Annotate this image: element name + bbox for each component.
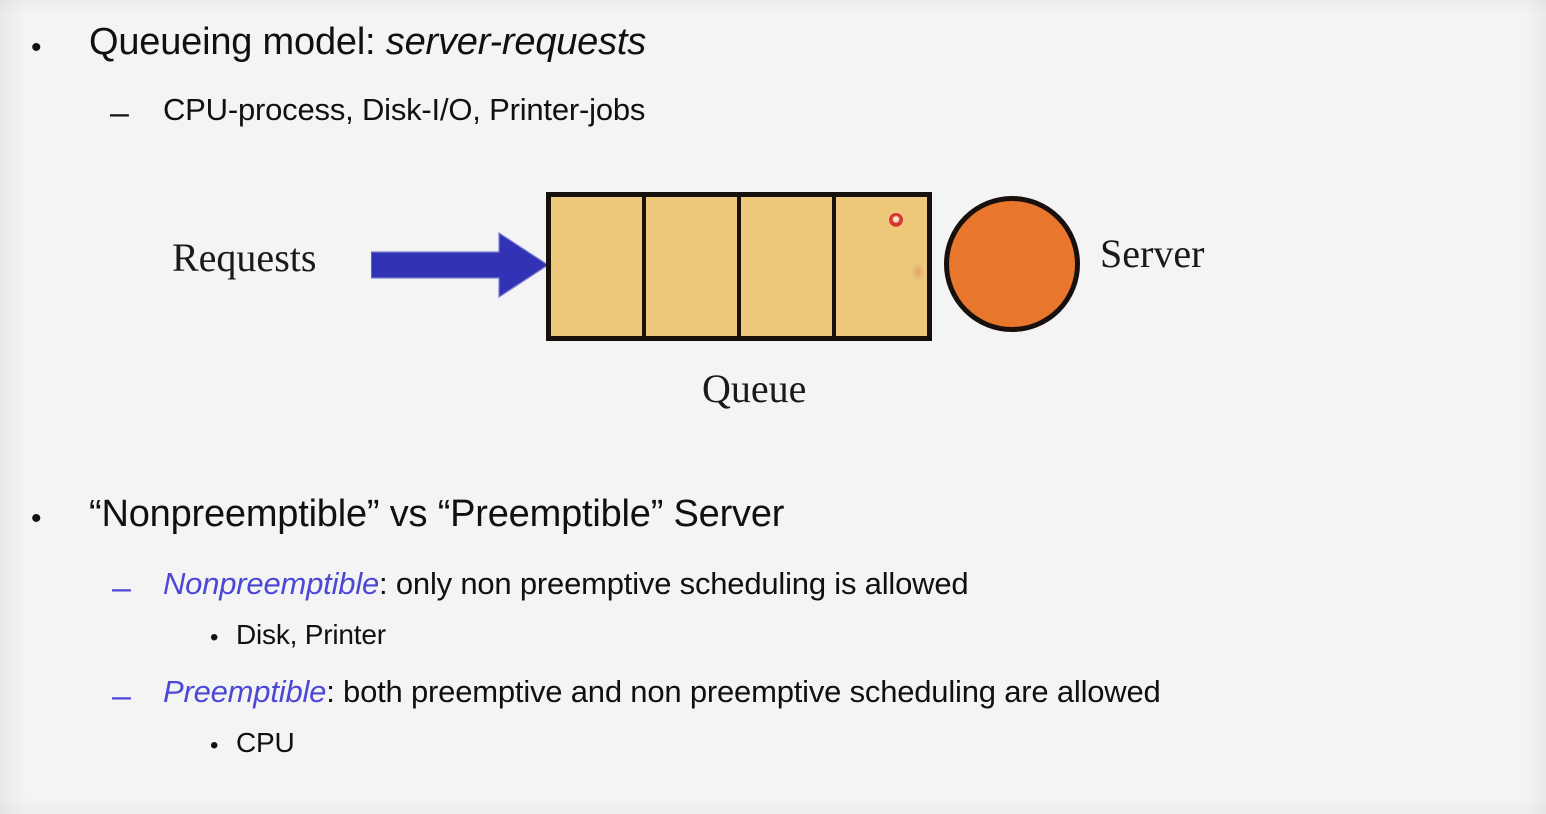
examples-preemptible: CPU — [236, 727, 295, 758]
top-sub-bullet-text: CPU-process, Disk-I/O, Printer-jobs — [163, 92, 646, 127]
requests-label: Requests — [172, 235, 317, 280]
sub-bullet-glyph-cpu: • — [210, 732, 219, 759]
sub-bullet-glyph-disk-printer: • — [210, 624, 219, 651]
slide-artifact-speck — [889, 213, 903, 227]
item-nonpreemptible-rest: : only non preemptive scheduling is allo… — [379, 566, 969, 601]
top-main-prefix: Queueing model: — [89, 21, 386, 63]
bottom-heading: “Nonpreemptible” vs “Preemptible” Server — [89, 493, 785, 535]
dash-glyph-nonpreemptible: – — [112, 569, 131, 607]
top-main-bullet-text: Queueing model: server-requests — [89, 20, 646, 64]
bullet-glyph-bottom: • — [31, 502, 42, 535]
queue-cell — [741, 197, 836, 336]
server-circle — [944, 196, 1080, 332]
dash-glyph-preemptible: – — [112, 677, 131, 715]
slide-artifact-smudge — [912, 264, 924, 280]
queue-cell — [646, 197, 741, 336]
top-main-italic: server-requests — [385, 21, 647, 63]
examples-nonpreemptible: Disk, Printer — [236, 619, 386, 650]
item-preemptible-term: Preemptible — [163, 674, 327, 709]
item-nonpreemptible-term: Nonpreemptible — [163, 566, 380, 601]
dash-glyph-top-sub: – — [110, 94, 129, 132]
queue-cell — [551, 197, 646, 336]
server-label: Server — [1100, 231, 1205, 276]
item-preemptible-rest: : both preemptive and non preemptive sch… — [326, 674, 1161, 709]
queue-cell — [836, 197, 927, 336]
arrow-right-icon — [370, 231, 550, 299]
item-preemptible: Preemptible: both preemptive and non pre… — [163, 674, 1161, 710]
requests-arrow — [370, 231, 550, 299]
item-nonpreemptible: Nonpreemptible: only non preemptive sche… — [163, 566, 969, 602]
queue-label: Queue — [702, 366, 807, 411]
queue-box — [546, 192, 932, 341]
bullet-glyph-top: • — [31, 31, 42, 64]
